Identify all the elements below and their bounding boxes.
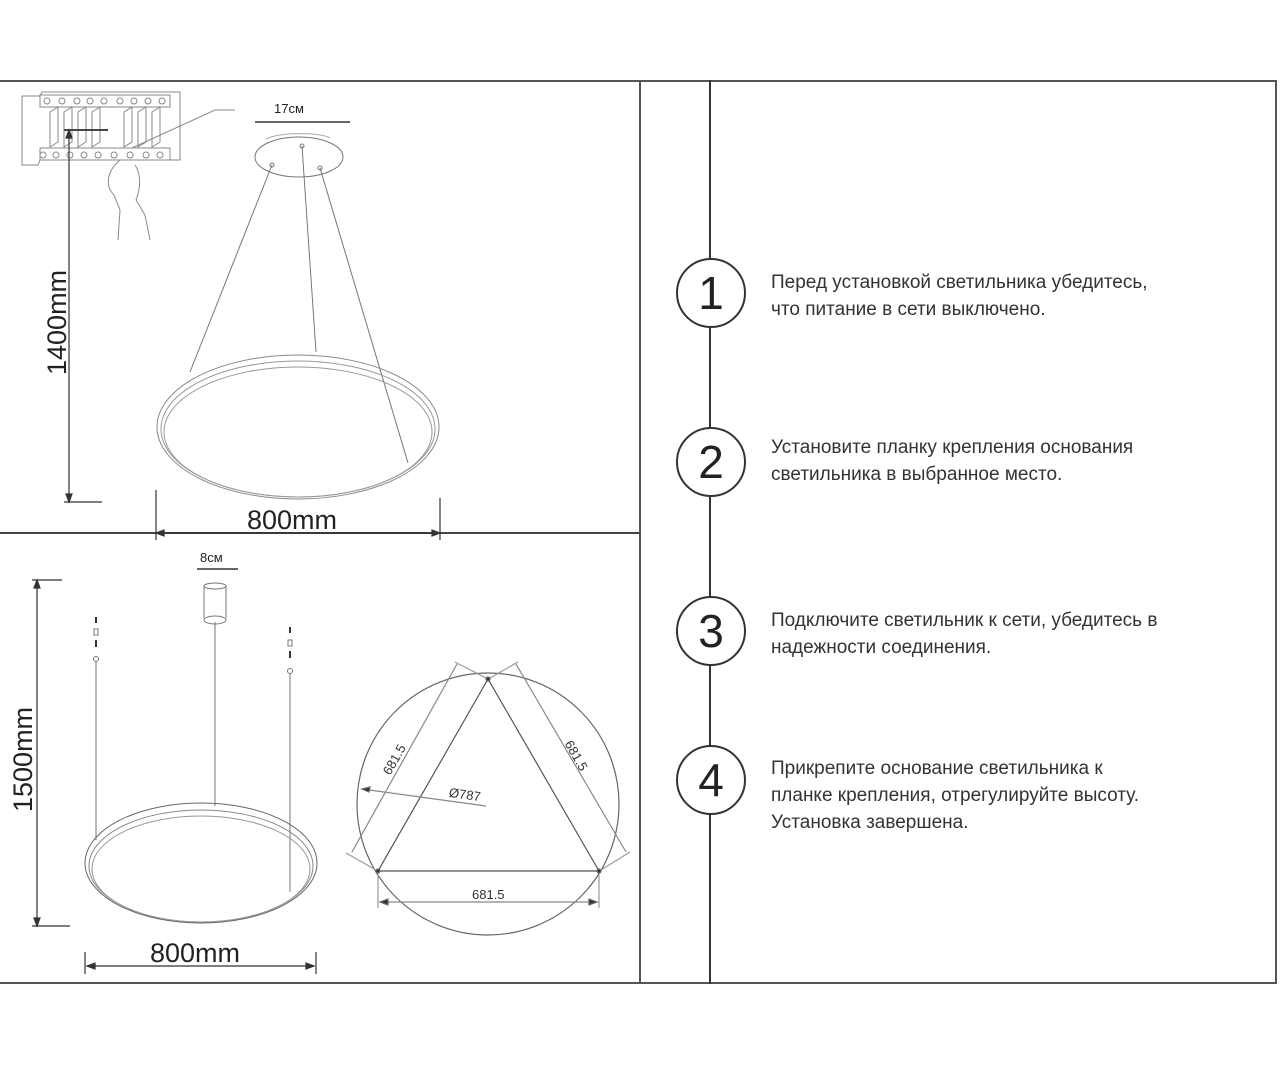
step-1-line-2: что питание в сети выключено.: [771, 299, 1046, 320]
height-label-1500: 1500mm: [8, 706, 38, 812]
step-4-line-3: Установка завершена.: [771, 812, 969, 833]
breaker-panel-icon: [21, 91, 235, 241]
canopy-width-label-bottom: 8см: [200, 550, 223, 565]
step-1-number-badge: 1: [676, 258, 746, 328]
height-label-1400: 1400mm: [42, 269, 72, 375]
steps-timeline-line: [709, 80, 711, 984]
width-label-800-bottom: 800mm: [150, 938, 241, 968]
step-4-line-1: Прикрепите основание светильника к: [771, 758, 1103, 779]
panel-divider-vertical: [639, 80, 641, 984]
width-label-800-top: 800mm: [247, 505, 338, 535]
step-2-line-2: светильника в выбранное место.: [771, 464, 1063, 485]
step-3-line-1: Подключите светильник к сети, убедитесь …: [771, 610, 1158, 631]
width-dimension-800-bottom: [84, 952, 317, 974]
step-3-line-2: надежности соединения.: [771, 637, 992, 658]
pendant-lamp-top: [156, 121, 440, 500]
width-dimension-800-top: [154, 490, 442, 540]
diagram-frame: [0, 80, 1277, 984]
height-dimension-1500: [32, 578, 70, 928]
step-4-line-2: планке крепления, отрегулируйте высоту.: [771, 785, 1140, 806]
pendant-lamp-bottom: [84, 568, 318, 924]
canopy-width-label-top: 17см: [274, 101, 304, 116]
height-dimension-1400: [64, 128, 102, 504]
side-bottom-label: 681.5: [472, 887, 505, 902]
step-1-line-1: Перед установкой светильника убедитесь,: [771, 272, 1148, 293]
step-2-line-1: Установите планку крепления основания: [771, 437, 1134, 458]
step-3-text: Подключите светильник к сети, убедитесь …: [771, 607, 1241, 661]
step-3-number-badge: 3: [676, 596, 746, 666]
step-1-text: Перед установкой светильника убедитесь, …: [771, 269, 1241, 323]
step-2-number-badge: 2: [676, 427, 746, 497]
step-4-text: Прикрепите основание светильника к планк…: [771, 755, 1241, 836]
step-4-number-badge: 4: [676, 745, 746, 815]
step-2-text: Установите планку крепления основания св…: [771, 434, 1241, 488]
mounting-template: [345, 661, 631, 936]
